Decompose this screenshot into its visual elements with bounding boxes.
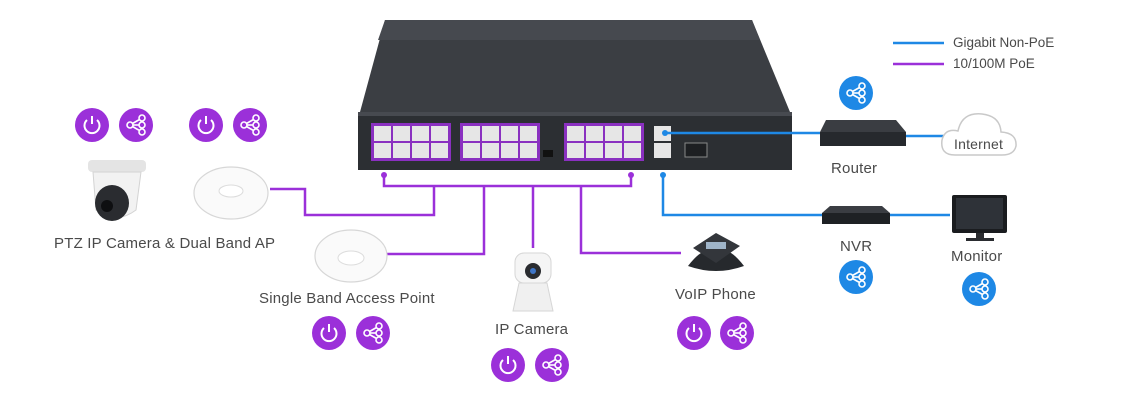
single-band-ap-device (314, 229, 388, 283)
monitor-label: Monitor (951, 248, 1003, 265)
single-ap-label: Single Band Access Point (259, 290, 435, 307)
monitor-device (952, 195, 1007, 241)
network-topology-icon (839, 260, 873, 294)
ip-camera-device (512, 252, 554, 312)
voip-phone-device (688, 233, 744, 271)
network-topology-icon (535, 348, 569, 382)
poe-links (270, 175, 681, 256)
poe-switch (358, 20, 792, 170)
router-label: Router (831, 160, 878, 177)
power-icon (312, 316, 346, 350)
legend-non-poe-label: Gigabit Non-PoE (953, 35, 1055, 50)
poe-link-single-ap (380, 186, 486, 256)
voip-phone-label: VoIP Phone (675, 286, 756, 303)
network-topology-icon (119, 108, 153, 142)
ptz-camera-device (88, 160, 146, 221)
power-icon (75, 108, 109, 142)
poe-link-dual-ap (270, 186, 436, 217)
nvr-label: NVR (840, 238, 873, 255)
network-topology-icon (233, 108, 267, 142)
dual-band-ap-device (193, 166, 269, 220)
network-topology-icon (962, 272, 996, 306)
network-topology-icon (720, 316, 754, 350)
non-poe-links (661, 131, 950, 217)
nvr-device (822, 206, 890, 224)
poe-link-voip (579, 186, 681, 255)
poe-link-ptz-ap (382, 175, 633, 188)
power-icon (491, 348, 525, 382)
network-topology-icon (356, 316, 390, 350)
legend-poe-label: 10/100M PoE (953, 56, 1035, 71)
cloud-icon (941, 113, 1017, 156)
gigabit-link-nvr (661, 175, 822, 217)
network-topology-icon (839, 76, 873, 110)
ip-camera-label: IP Camera (495, 321, 569, 338)
power-icon (677, 316, 711, 350)
power-icon (189, 108, 223, 142)
ptz-ap-label: PTZ IP Camera & Dual Band AP (54, 235, 276, 252)
internet-label: Internet (954, 136, 1004, 152)
router-device (820, 120, 906, 146)
